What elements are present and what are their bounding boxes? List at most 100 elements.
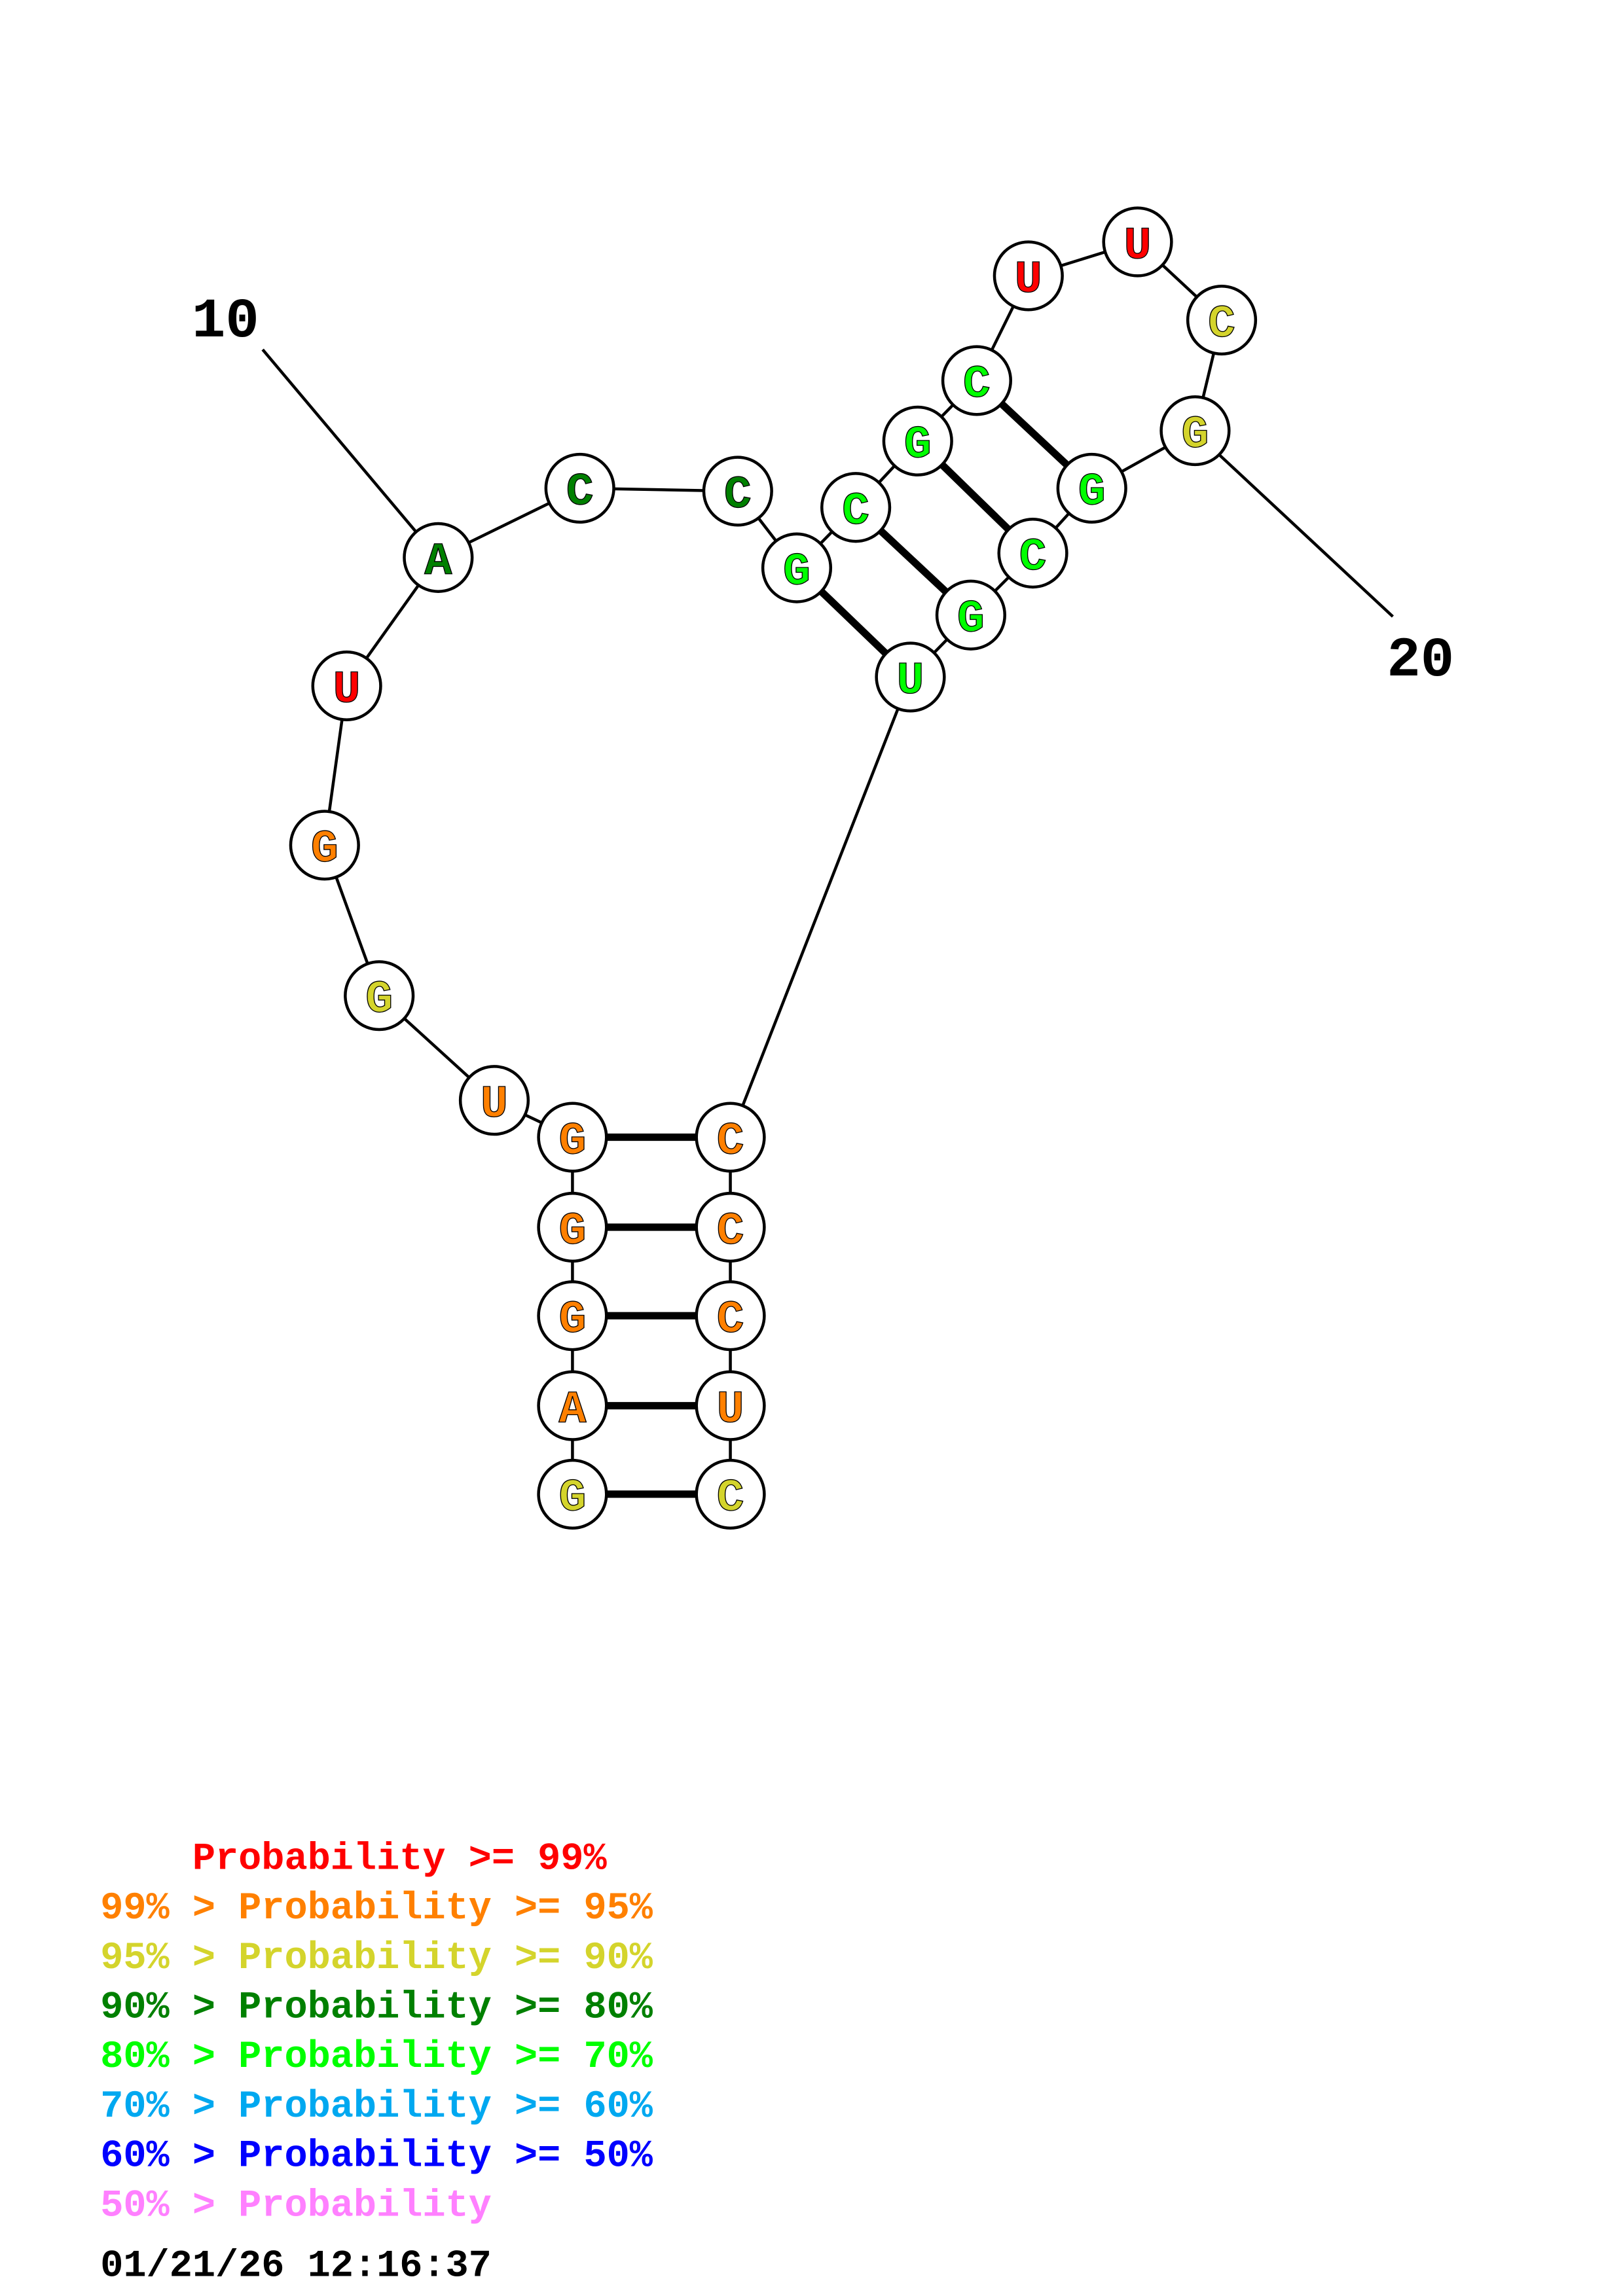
legend-entry: 99% > Probability >= 95% — [100, 1886, 653, 1930]
nucleotide: C — [544, 452, 615, 524]
nucleotide-letter: G — [365, 974, 393, 1026]
nucleotide: G — [761, 532, 833, 603]
nucleotide: G — [537, 1102, 608, 1173]
nucleotide: U — [1102, 206, 1173, 278]
legend-entry: 90% > Probability >= 80% — [100, 1986, 653, 2030]
nucleotide: U — [695, 1370, 766, 1441]
nucleotide-letter: A — [424, 536, 452, 588]
nucleotide-circle — [993, 240, 1064, 312]
timestamp: 01/21/26 12:16:37 — [100, 2244, 492, 2287]
nucleotide-circle — [935, 579, 1006, 651]
legend-entry: 50% > Probability — [100, 2183, 492, 2227]
nucleotide-circle — [537, 1370, 608, 1441]
nucleotide-letter: U — [1015, 254, 1042, 306]
nucleotide: C — [695, 1280, 766, 1352]
legend-entry: 70% > Probability >= 60% — [100, 2085, 653, 2128]
nucleotide-circle — [344, 960, 415, 1031]
nucleotide: U — [311, 650, 382, 722]
legend-entry: 95% > Probability >= 90% — [100, 1936, 653, 1980]
nucleotide: C — [941, 345, 1012, 416]
label-20-tick — [1217, 453, 1394, 618]
nucleotide-circle — [544, 452, 615, 524]
nucleotide: G — [537, 1458, 608, 1530]
nucleotide-letter: U — [1124, 220, 1152, 272]
nucleotide-circle — [537, 1102, 608, 1173]
nucleotide-letter: G — [558, 1294, 586, 1346]
nucleotide-letter: C — [717, 1115, 744, 1167]
nucleotide-circle — [537, 1191, 608, 1263]
nucleotide-circle — [695, 1102, 766, 1173]
nucleotide-letter: C — [1019, 531, 1047, 583]
nucleotide-circle — [695, 1280, 766, 1352]
nucleotide-letter: G — [1181, 409, 1209, 461]
nucleotide-circle — [1102, 206, 1173, 278]
nucleotide-circle — [403, 522, 474, 593]
legend-entry: 80% > Probability >= 70% — [100, 2035, 653, 2079]
nucleotide-letter: U — [333, 664, 361, 716]
nucleotide-circle — [458, 1065, 530, 1136]
nucleotide: C — [1186, 284, 1258, 356]
nucleotide-circle — [941, 345, 1012, 416]
backbone-lines — [323, 240, 1224, 1496]
nucleotide-letter: G — [1078, 467, 1106, 518]
nucleotide-letter: G — [957, 594, 985, 645]
nucleotide-letter: G — [783, 546, 811, 598]
probability-legend: Probability >= 99%99% > Probability >= 9… — [100, 1837, 653, 2227]
nucleotide: U — [875, 641, 946, 713]
nucleotide-letter: G — [558, 1115, 586, 1167]
nucleotide-circle — [695, 1458, 766, 1530]
legend-entry: 60% > Probability >= 50% — [100, 2134, 653, 2178]
nucleotide-letter: C — [963, 359, 991, 410]
nucleotide-letter: C — [724, 469, 752, 521]
nucleotide-letter: G — [558, 1473, 586, 1524]
nucleotide-letter: U — [717, 1384, 744, 1435]
nucleotide-circle — [820, 472, 892, 543]
nucleotide: C — [695, 1102, 766, 1173]
nucleotide-circle — [875, 641, 946, 713]
nucleotide: C — [702, 456, 773, 527]
nucleotide-letter: C — [717, 1473, 744, 1524]
nucleotide-circle — [1056, 452, 1127, 524]
nucleotide: C — [695, 1191, 766, 1263]
nucleotide-letter: G — [904, 420, 932, 471]
nucleotide-letter: G — [558, 1206, 586, 1257]
nucleotide: G — [882, 405, 953, 476]
nucleotide-circle — [1186, 284, 1258, 356]
nucleotide: G — [1159, 395, 1231, 467]
nucleotide: U — [458, 1065, 530, 1136]
nucleotide-letter: C — [717, 1206, 744, 1257]
nucleotide: G — [344, 960, 415, 1031]
nucleotide-circle — [537, 1280, 608, 1352]
nucleotide-circle — [1159, 395, 1231, 467]
nucleotide: G — [537, 1191, 608, 1263]
label-10-tick — [261, 348, 420, 537]
nucleotide: G — [1056, 452, 1127, 524]
position-label-10: 10 — [192, 290, 259, 353]
nucleotide: U — [993, 240, 1064, 312]
nucleotide: C — [997, 518, 1068, 589]
nucleotide-circle — [997, 518, 1068, 589]
nucleotide: A — [537, 1370, 608, 1441]
nucleotide: C — [820, 472, 892, 543]
nucleotide: G — [537, 1280, 608, 1352]
nucleotide-circle — [289, 810, 360, 881]
position-label-20: 20 — [1387, 629, 1454, 692]
nucleotide-circle — [761, 532, 833, 603]
nucleotide-circle — [311, 650, 382, 722]
nucleotide-letter: C — [566, 467, 594, 518]
nucleotide-circle — [702, 456, 773, 527]
nucleotide-letter: U — [897, 655, 924, 707]
nucleotide-letter: G — [311, 823, 338, 875]
nucleotide-letter: A — [558, 1384, 586, 1435]
nucleotide-letter: C — [842, 486, 869, 537]
nucleotide-circle — [882, 405, 953, 476]
nucleotide-circle — [695, 1370, 766, 1441]
nucleotide-letter: C — [717, 1294, 744, 1346]
nucleotide: G — [289, 810, 360, 881]
nucleotide-letter: U — [481, 1079, 508, 1130]
nucleotide-circle — [537, 1458, 608, 1530]
nucleotide-letter: C — [1208, 298, 1235, 350]
nucleotide: C — [695, 1458, 766, 1530]
